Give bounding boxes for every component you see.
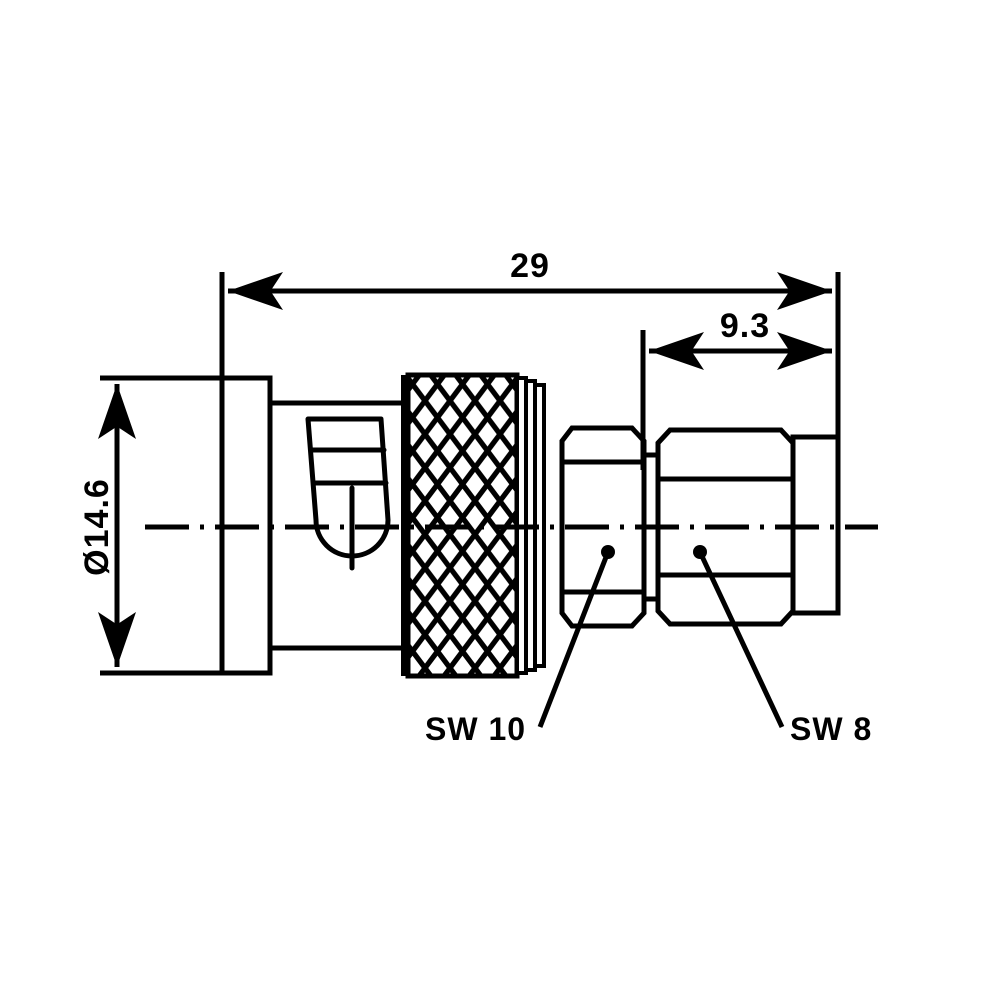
callout-sw10: SW 10 bbox=[425, 545, 615, 747]
bayonet-slot-detail bbox=[305, 416, 391, 571]
leader-dot-sw10 bbox=[601, 545, 615, 559]
leader-line-sw8 bbox=[697, 550, 785, 729]
dimension-body-diameter: Ø14.6 bbox=[78, 375, 232, 676]
dimension-value-29: 29 bbox=[510, 247, 550, 285]
dimension-value-93: 9.3 bbox=[720, 307, 770, 345]
leader-line-sw10 bbox=[537, 551, 611, 728]
dimension-thread-length: 9.3 bbox=[640, 307, 841, 470]
bayonet-slot-outline bbox=[305, 416, 391, 559]
callout-label-sw8: SW 8 bbox=[790, 711, 872, 747]
callout-sw8: SW 8 bbox=[693, 545, 872, 747]
callout-label-sw10: SW 10 bbox=[425, 711, 526, 747]
leader-dot-sw8 bbox=[693, 545, 707, 559]
dimension-value-146: Ø14.6 bbox=[78, 478, 116, 576]
